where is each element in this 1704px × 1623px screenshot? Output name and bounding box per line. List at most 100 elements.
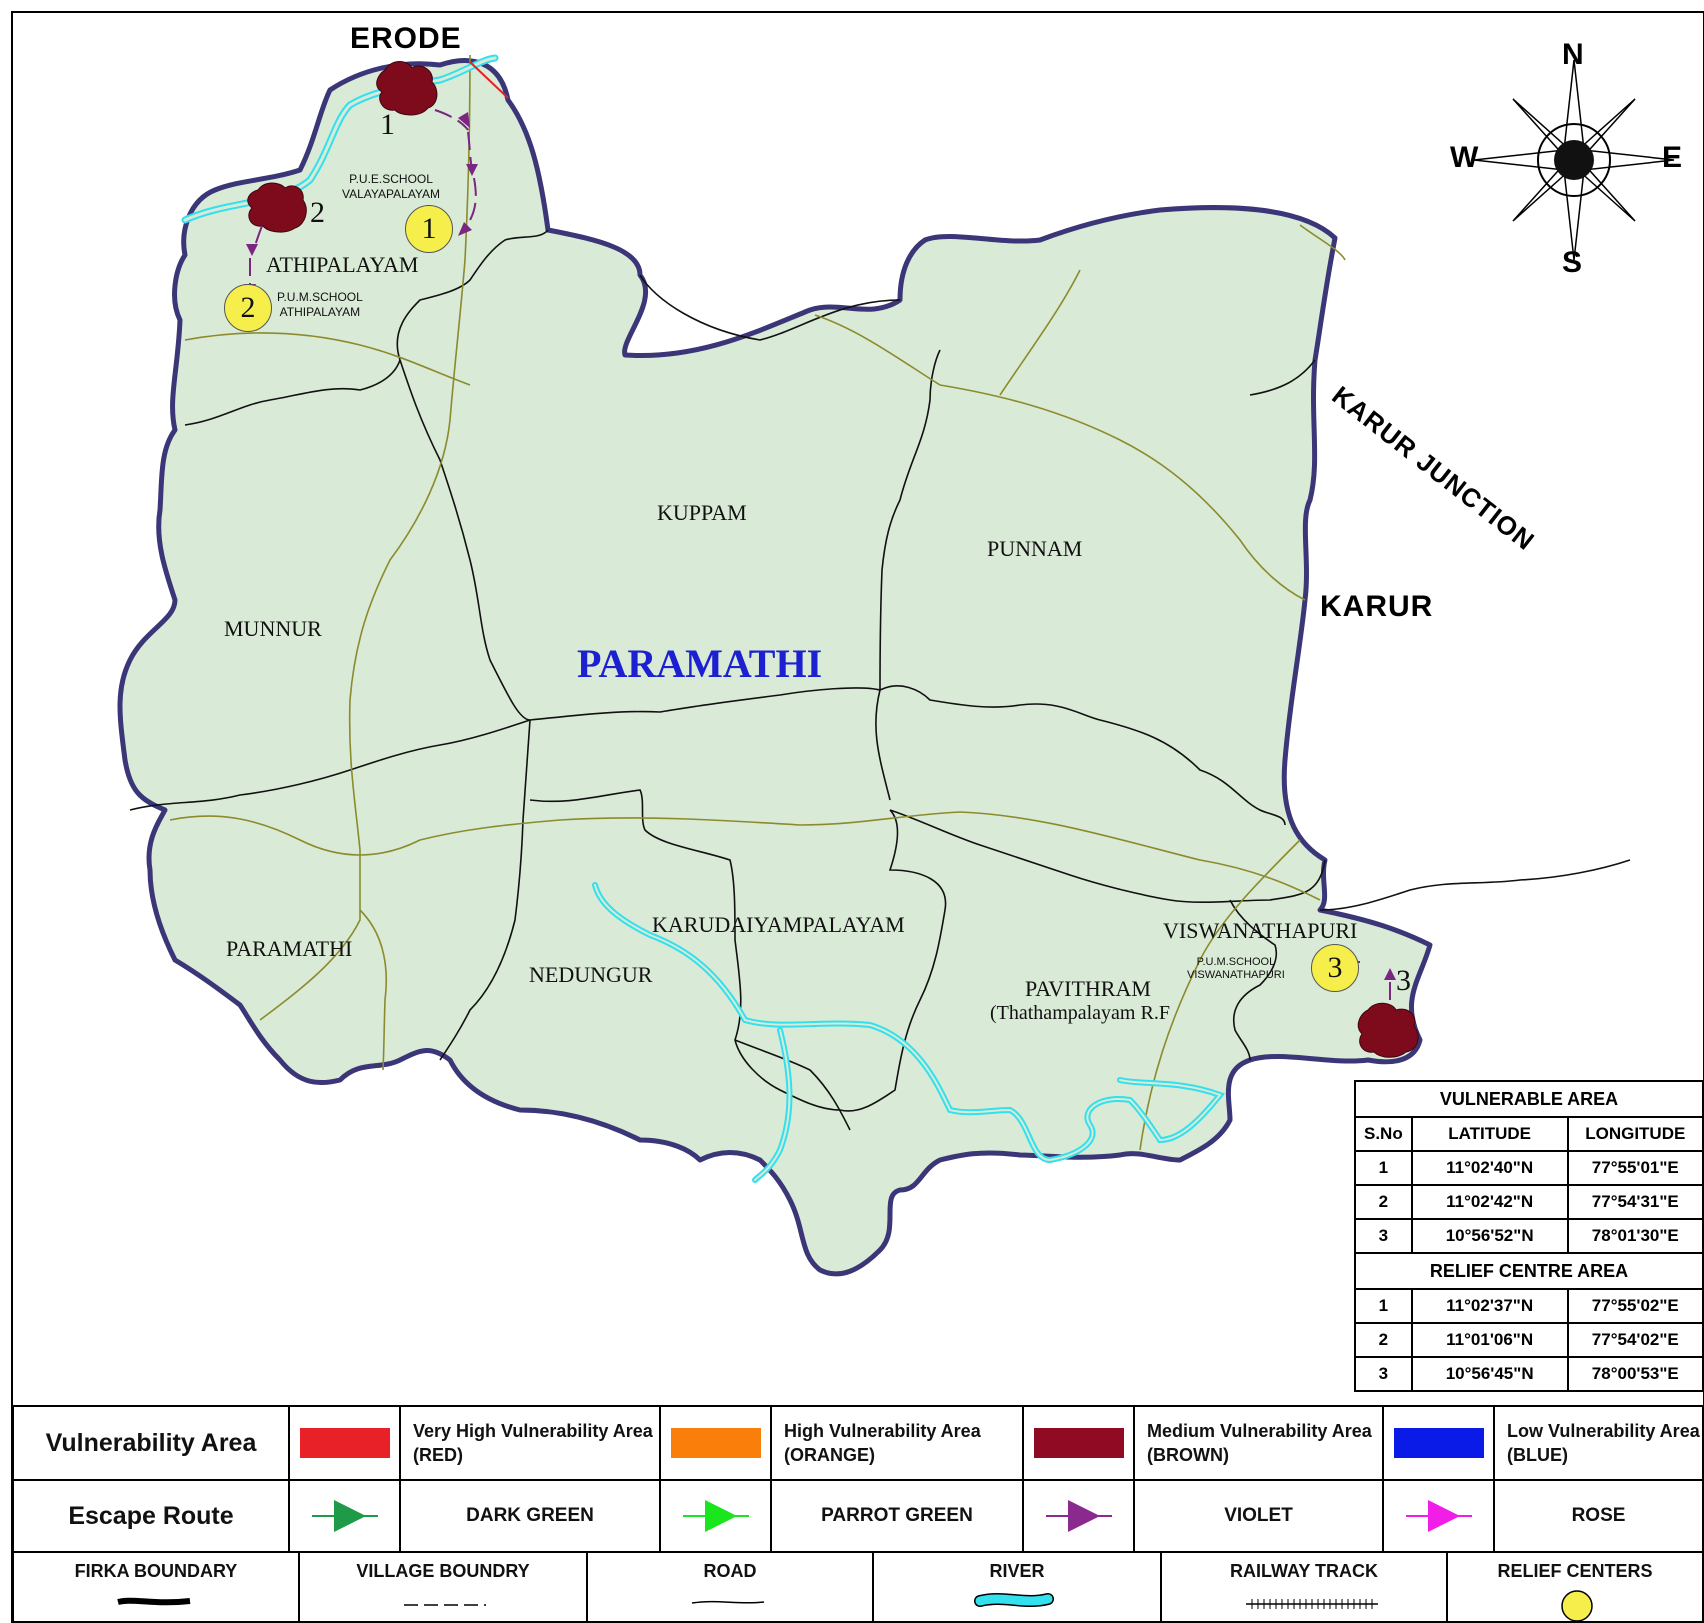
legend-parrot-green: PARROT GREEN xyxy=(770,1479,1024,1553)
legend-arrow-parrot-green xyxy=(659,1479,772,1553)
table-row: 3 10°56'45"N 78°00'53"E xyxy=(1354,1356,1704,1392)
cell-longitude: 78°01'30"E xyxy=(1566,1218,1704,1254)
table-row: 2 11°02'42"N 77°54'31"E xyxy=(1354,1184,1704,1220)
cell-latitude: 11°02'40"N xyxy=(1410,1150,1569,1186)
coordinate-table: VULNERABLE AREA S.No LATITUDE LONGITUDE … xyxy=(1354,1080,1704,1392)
cell-sno: 3 xyxy=(1354,1218,1413,1254)
vulnerable-areas xyxy=(247,61,1419,1058)
table-row: 1 11°02'40"N 77°55'01"E xyxy=(1354,1150,1704,1186)
road-label: ROAD xyxy=(703,1561,757,1581)
legend-village-boundary: VILLAGE BOUNDRY xyxy=(298,1551,588,1623)
city-karur: KARUR xyxy=(1320,590,1434,623)
cell-longitude: 77°55'01"E xyxy=(1566,1150,1704,1186)
compass-w-label: W xyxy=(1450,141,1479,174)
relief-center-2[interactable]: 2 xyxy=(224,284,272,332)
cell-sno: 2 xyxy=(1354,1322,1413,1358)
legend-railway-track: RAILWAY TRACK xyxy=(1160,1551,1448,1623)
dark-green-arrow-icon xyxy=(311,1500,378,1532)
col-header-sno: S.No xyxy=(1354,1116,1413,1152)
blue-swatch xyxy=(1393,1428,1484,1458)
village-pavithram-sub: (Thathampalayam R.F xyxy=(990,1002,1170,1024)
vulnerable-area-heading: VULNERABLE AREA xyxy=(1354,1080,1704,1118)
cell-longitude: 77°54'02"E xyxy=(1566,1322,1704,1358)
brown-swatch xyxy=(1033,1428,1124,1458)
legend-road: ROAD xyxy=(586,1551,874,1623)
legend: Vulnerability Area Very High Vulnerabili… xyxy=(12,1405,1704,1623)
vulnerable-area-3 xyxy=(1357,1002,1419,1058)
legend-river: RIVER xyxy=(872,1551,1162,1623)
cell-latitude: 10°56'45"N xyxy=(1410,1356,1569,1392)
violet-arrow-icon xyxy=(1045,1500,1112,1532)
land-area xyxy=(117,58,1433,1277)
village-nedungur: NEDUNGUR xyxy=(529,962,653,987)
table-row: 3 10°56'52"N 78°01'30"E xyxy=(1354,1218,1704,1254)
relief-center-symbol xyxy=(1561,1590,1593,1622)
legend-escape-label: Escape Route xyxy=(12,1479,290,1553)
school-label-3: P.U.M.SCHOOL VISWANATHAPURI xyxy=(1187,956,1285,982)
legend-violet: VIOLET xyxy=(1133,1479,1384,1553)
legend-very-high: Very High Vulnerability Area (RED) xyxy=(399,1405,661,1481)
school-3-line1: P.U.M.SCHOOL xyxy=(1196,956,1276,968)
vulnerable-area-1 xyxy=(376,61,438,116)
school-3-line2: VISWANATHAPURI xyxy=(1187,969,1285,981)
river-label: RIVER xyxy=(989,1561,1045,1581)
village-karudaiyampalayam: KARUDAIYAMPALAYAM xyxy=(652,912,905,937)
school-1-line1: P.U.E.SCHOOL xyxy=(349,172,433,186)
legend-firka-boundary: FIRKA BOUNDARY xyxy=(12,1551,300,1623)
city-erode: ERODE xyxy=(350,22,462,55)
compass-rose xyxy=(1473,59,1675,261)
parrot-green-arrow-icon xyxy=(682,1500,749,1532)
cell-latitude: 10°56'52"N xyxy=(1410,1218,1569,1254)
village-pavithram: PAVITHRAM xyxy=(1025,976,1151,1001)
cell-sno: 3 xyxy=(1354,1356,1413,1392)
legend-swatch-orange xyxy=(659,1405,772,1481)
legend-arrow-violet xyxy=(1022,1479,1135,1553)
red-swatch xyxy=(299,1428,390,1458)
col-header-longitude: LONGITUDE xyxy=(1566,1116,1704,1152)
village-boundary-symbol xyxy=(404,1604,486,1606)
legend-medium: Medium Vulnerability Area (BROWN) xyxy=(1133,1405,1384,1481)
village-kuppam: KUPPAM xyxy=(657,500,747,525)
school-2-line2: ATHIPALAYAM xyxy=(279,305,361,319)
school-label-2: P.U.M.SCHOOL ATHIPALAYAM xyxy=(277,290,363,320)
table-row: 2 11°01'06"N 77°54'02"E xyxy=(1354,1322,1704,1358)
road-symbol xyxy=(691,1600,765,1604)
vulnerable-number-3: 3 xyxy=(1396,964,1411,997)
village-munnur: MUNNUR xyxy=(224,616,322,641)
vulnerable-area-2 xyxy=(247,182,307,233)
railway-segment xyxy=(469,61,509,99)
railway-track-label: RAILWAY TRACK xyxy=(1229,1561,1379,1581)
cell-latitude: 11°01'06"N xyxy=(1410,1322,1569,1358)
legend-vulnerability-label: Vulnerability Area xyxy=(12,1405,290,1481)
legend-rose: ROSE xyxy=(1493,1479,1704,1553)
relief-centre-heading: RELIEF CENTRE AREA xyxy=(1354,1252,1704,1290)
roads xyxy=(169,54,1346,1151)
cell-longitude: 77°54'31"E xyxy=(1566,1184,1704,1220)
village-athipalayam: ATHIPALAYAM xyxy=(266,252,419,277)
river-symbol xyxy=(974,1593,1054,1607)
cell-latitude: 11°02'42"N xyxy=(1410,1184,1569,1220)
legend-dark-green: DARK GREEN xyxy=(399,1479,661,1553)
table-row: 1 11°02'37"N 77°55'02"E xyxy=(1354,1288,1704,1324)
legend-swatch-red xyxy=(288,1405,401,1481)
school-1-line2: VALAYAPALAYAM xyxy=(342,187,441,201)
village-boundaries xyxy=(129,229,1631,1131)
vulnerable-number-1: 1 xyxy=(380,108,395,141)
firka-boundary-label: FIRKA BOUNDARY xyxy=(74,1561,238,1581)
compass-s-label: S xyxy=(1562,246,1583,279)
relief-center-1[interactable]: 1 xyxy=(405,205,453,253)
legend-arrow-rose xyxy=(1382,1479,1495,1553)
cell-sno: 2 xyxy=(1354,1184,1413,1220)
legend-low: Low Vulnerability Area (BLUE) xyxy=(1493,1405,1704,1481)
legend-arrow-dark-green xyxy=(288,1479,401,1553)
compass-n-label: N xyxy=(1562,38,1584,71)
compass-e-label: E xyxy=(1662,141,1683,174)
orange-swatch xyxy=(670,1428,761,1458)
school-label-1: P.U.E.SCHOOL VALAYAPALAYAM xyxy=(342,172,440,202)
relief-center-3[interactable]: 3 xyxy=(1311,944,1359,992)
relief-centers-label: RELIEF CENTERS xyxy=(1497,1561,1653,1581)
village-viswanathapuri: VISWANATHAPURI xyxy=(1163,918,1358,943)
firka-boundary-symbol xyxy=(117,1597,191,1606)
